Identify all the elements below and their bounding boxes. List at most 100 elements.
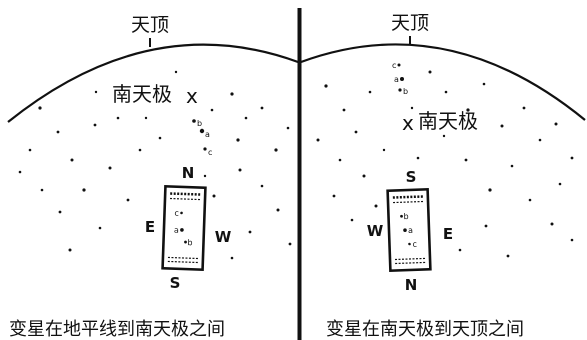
field-star [354,130,358,134]
field-star [316,138,320,142]
field-star [144,116,148,120]
field-star [506,254,510,258]
left-star-field [18,70,292,260]
field-star [500,124,504,128]
field-star [332,194,336,198]
field-star [28,148,32,152]
field-star [68,248,72,252]
field-star [554,122,558,126]
field-star [558,182,562,186]
right-star-b-dot [398,88,402,92]
field-star [368,90,372,94]
field-star [18,170,22,174]
left-star-a-label: a [205,130,210,139]
left-pole-marker: x [186,84,198,108]
field-star [342,108,346,112]
field-star [482,82,486,86]
field-star [362,174,366,178]
field-star [444,90,448,94]
field-star [82,188,86,192]
field-star [236,138,240,142]
left-star-b-label: b [197,119,202,128]
field-star [230,92,234,96]
field-star [108,166,112,170]
field-star [260,106,264,110]
field-star [174,70,178,74]
field-star [126,198,130,202]
left-compass-bottom: S [170,274,181,292]
field-star [350,218,354,222]
right-caption: 变星在南天极到天顶之间 [326,319,524,340]
field-star [338,158,342,162]
field-star [260,184,264,188]
left-zenith-label: 天顶 [131,14,169,36]
field-star [244,116,248,120]
field-star [210,108,214,112]
field-star [274,148,278,152]
field-star [40,188,44,192]
right-compass-top: S [406,168,417,186]
field-star [522,106,526,110]
right-star-a-dot [400,77,404,81]
field-star [458,248,462,252]
field-star [464,158,468,162]
left-star-c-dot [203,147,207,151]
field-star [116,116,120,120]
field-star [428,70,432,74]
right-zenith-label: 天顶 [391,12,429,34]
field-star [550,222,554,226]
field-star [538,138,542,142]
field-star [94,90,98,94]
right-compass-bottom: N [405,276,418,294]
right-star-c-label: c [392,61,396,70]
right-card-label-c: c [412,240,417,249]
field-star [58,210,62,214]
left-compass-right: W [215,228,232,246]
field-star [158,136,162,140]
field-star [203,174,207,178]
field-star [230,256,234,260]
field-star [288,242,292,246]
field-star [212,194,216,198]
right-star-field [316,70,574,258]
field-star [484,224,488,228]
left-pole-label: 南天极 [112,82,172,106]
field-star [248,230,252,234]
right-star-c-dot [397,63,401,67]
right-pole-marker: x [402,111,414,135]
left-caption: 变星在地平线到南天极之间 [9,319,225,340]
field-star [442,134,446,138]
left-sky-arc [7,43,299,123]
left-compass-left: E [145,218,155,236]
field-star [374,204,378,208]
right-star-b-label: b [403,87,408,96]
field-star [276,208,280,212]
right-card-label-a: a [408,226,413,235]
field-star [382,148,386,152]
field-star [416,156,420,160]
field-star [56,130,60,134]
field-star [528,198,532,202]
right-sky-arc [300,43,586,121]
right-pole-label: 南天极 [418,109,478,133]
left-star-c-label: c [208,148,212,157]
field-star [488,188,492,192]
field-star [38,106,42,110]
field-star [70,158,74,162]
left-compass-top: N [182,164,195,182]
field-star [410,106,414,110]
left-card-label-c: c [174,209,179,218]
right-compass-right: E [443,225,453,243]
field-star [286,126,290,130]
field-star [466,108,470,112]
field-star [93,123,97,127]
field-star [138,148,142,152]
field-star [510,164,514,168]
right-finder-card: b a c [386,187,432,273]
field-star [570,156,574,160]
right-card-label-b: b [403,212,408,221]
right-star-a-label: a [394,75,399,84]
left-finder-card: c a b [161,184,207,272]
right-compass-left: W [367,222,384,240]
